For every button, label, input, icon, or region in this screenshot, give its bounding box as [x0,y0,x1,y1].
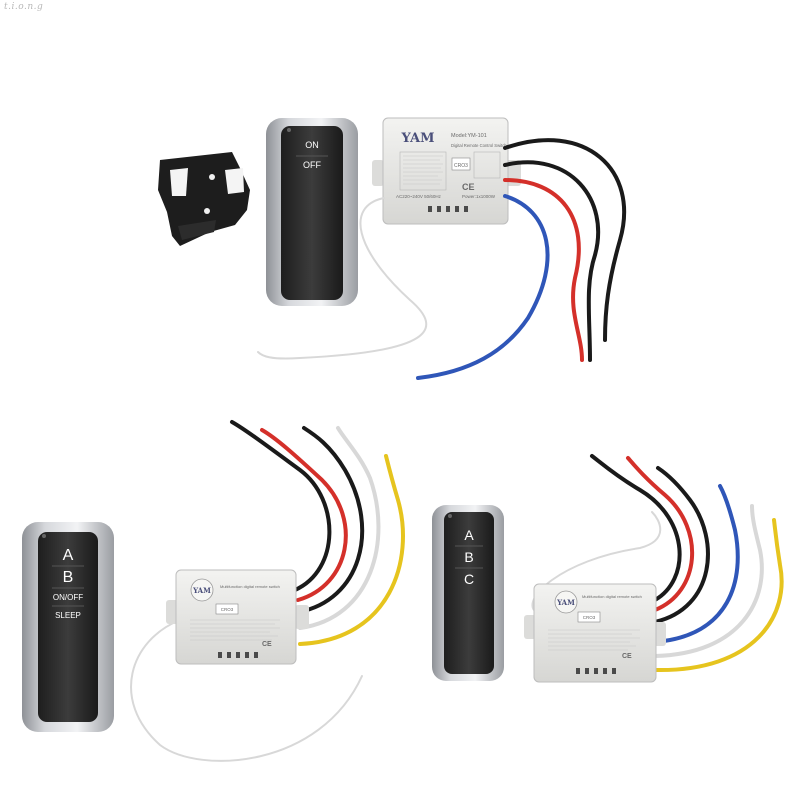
receiver-ce-mark: CE [262,641,272,648]
receiver-badge: CRO3 [454,163,468,169]
receiver-voltage-label: AC220~240V 50/60Hz [396,194,442,199]
remote-two-way: A B ON/OFF SLEEP [22,522,114,732]
receiver-product-label: Multifunction digital remote switch [220,584,280,589]
remote-key-b: B [464,549,473,565]
remote-key-on: ON [305,140,319,150]
remote-key-b: B [63,569,74,586]
remote-key-c: C [464,571,474,587]
receiver-badge: CRO3 [221,607,234,612]
two-way-set: A B ON/OFF SLEEP YAM Multifunction digit… [22,420,405,762]
receiver-product-label: Multifunction digital remote switch [582,594,642,599]
receiver-model-label: Model:YM-101 [451,133,487,139]
remote-one-way: ON OFF [266,118,358,306]
receiver-two-way: YAM Multifunction digital remote switch … [166,569,309,665]
remote-key-off: OFF [303,160,321,170]
remote-three-way: A B C [432,505,504,681]
receiver-ce-mark: CE [622,653,632,660]
receiver-product-label: Digital Remote Control Switch [451,143,507,148]
one-way-set: ON OFF YAM Model:YM-101 Digital Remote C… [158,117,627,380]
receiver-three-way: YAM Multifunction digital remote switch … [524,583,666,683]
receiver-badge: CRO3 [583,615,596,620]
receiver-brand-logo: YAM [556,598,575,607]
remote-key-sleep: SLEEP [55,611,81,620]
watermark-text: t.i.o.n.g [4,2,44,12]
receiver-brand-logo: YAM [401,131,435,146]
receiver-brand-logo: YAM [192,586,211,595]
wires-one-way [257,138,627,380]
wall-bracket [158,152,250,246]
receiver-power-label: Power:1x1000W [462,194,496,199]
remote-key-a: A [464,527,474,543]
remote-key-onoff: ON/OFF [53,593,83,602]
remote-key-a: A [63,547,74,564]
wires-two-way [130,420,405,762]
three-way-set: A B C YAM Multifunction digital remote s… [432,454,784,683]
wires-three-way [531,454,784,673]
receiver-ce-mark: CE [462,182,475,192]
receiver-one-way: YAM Model:YM-101 Digital Remote Control … [372,117,521,225]
